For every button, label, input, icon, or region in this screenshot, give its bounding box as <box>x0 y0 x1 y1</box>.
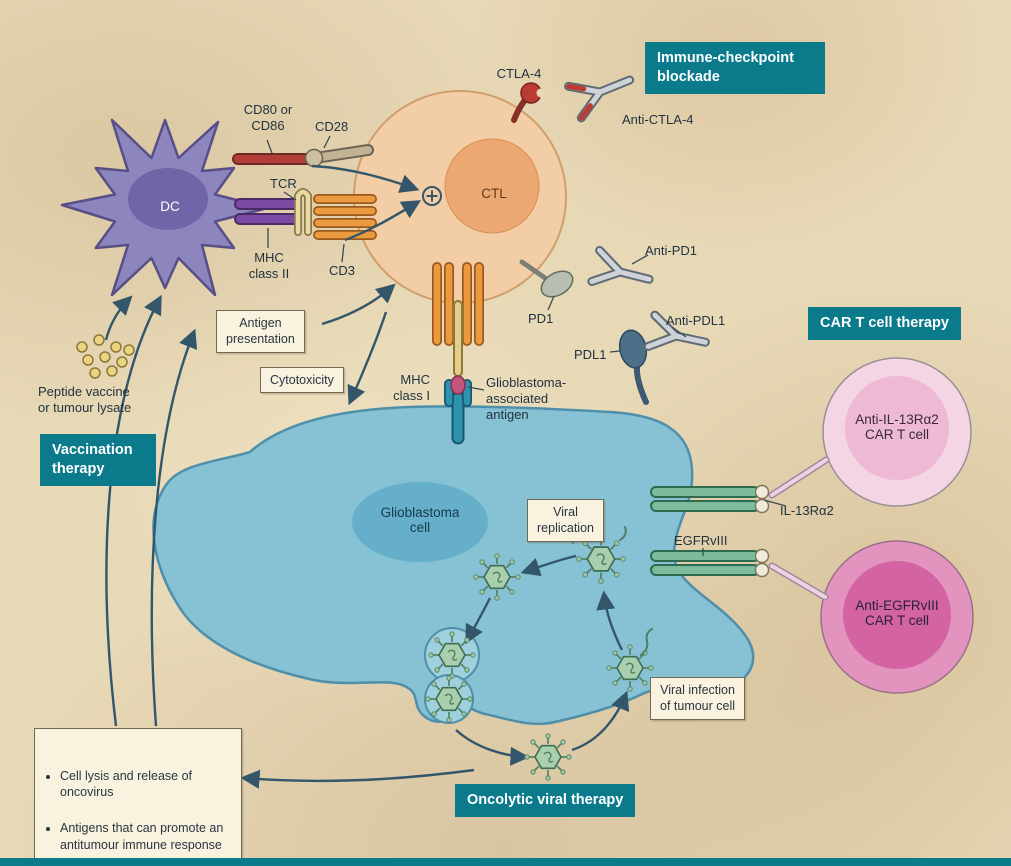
tcr-receptor <box>294 188 312 236</box>
callout-cytotoxicity: Cytotoxicity <box>260 367 344 394</box>
label-il13ra2: IL-13Rα2 <box>780 503 834 518</box>
banner-immune-checkpoint-blockade: Immune-checkpoint blockade <box>645 42 825 95</box>
arrow-infection-to-replication <box>596 590 624 651</box>
lysis-item: Antigens that can promote an antitumour … <box>60 820 232 853</box>
arrow-virus-to-budding <box>465 597 492 645</box>
label-pdl1: PDL1 <box>574 347 607 362</box>
arrow-replication-to-virus <box>520 554 577 577</box>
peptide-vaccine-dots <box>76 334 135 379</box>
oncovirus-budding-icon <box>427 630 477 680</box>
oncovirus-budding-icon <box>424 674 474 724</box>
label-car-t-pink: Anti-IL-13Rα2 CAR T cell <box>855 412 939 442</box>
label-mhc-class2: MHC class II <box>248 250 290 281</box>
anti-pdl1-antibody <box>643 310 710 351</box>
ctl-tcr-complex <box>432 262 484 377</box>
label-anti-pdl1: Anti-PDL1 <box>666 313 726 328</box>
pdl1-receptor <box>618 329 649 405</box>
banner-car-t-cell-therapy: CAR T cell therapy <box>808 307 961 341</box>
label-cd80-cd86: CD80 or CD86 <box>243 102 293 133</box>
label-anti-ctla4: Anti-CTLA-4 <box>622 112 694 127</box>
label-cd3: CD3 <box>329 263 356 278</box>
arrow-dc-to-ctl-lower <box>344 200 422 242</box>
oncovirus-infecting-icon <box>605 628 655 693</box>
oncovirus-replicating-icon <box>575 533 627 585</box>
lysis-item: Cell lysis and release of oncovirus <box>60 768 232 801</box>
cd28-receptor <box>304 144 374 168</box>
car-t-pink-nucleus <box>845 376 949 480</box>
anti-pd1-antibody <box>587 245 654 286</box>
dendritic-cell-nucleus <box>128 168 208 230</box>
arrow-virus-to-lysis-box <box>240 768 475 789</box>
ctl-nucleus <box>444 138 540 234</box>
egfrviii-receptor <box>650 550 760 576</box>
arrow-dc-to-ctl-upper <box>311 164 420 193</box>
anti-ctla4-antibody <box>564 75 635 123</box>
flow-arrows <box>104 164 630 789</box>
label-ctl-cell: CTL <box>481 186 507 201</box>
car-t-magenta-nucleus <box>843 561 951 669</box>
il13ra2-receptor <box>650 486 760 512</box>
label-glioblastoma-cell: Glioblastoma cell <box>380 505 460 535</box>
arrow-lysis-to-dc-2 <box>150 328 198 727</box>
lysis-callout-list: Cell lysis and release of oncovirus Anti… <box>44 751 232 866</box>
arrow-release-to-infection <box>571 690 630 752</box>
costimulation-plus-icon <box>422 186 442 206</box>
label-glioblastoma-associated-antigen: Glioblastoma- associated antigen <box>486 375 567 422</box>
tumour-antigen <box>450 375 466 395</box>
callout-antigen-presentation: Antigen presentation <box>216 310 305 353</box>
label-pd1: PD1 <box>528 311 554 326</box>
car-receptor-stalk-egfrviii <box>754 548 829 601</box>
banner-oncolytic-viral-therapy: Oncolytic viral therapy <box>455 784 636 818</box>
label-mhc-class1: MHC class I <box>393 372 430 403</box>
label-egfrviii: EGFRvIII <box>674 533 728 548</box>
callout-viral-replication: Viral replication <box>527 499 604 542</box>
mhc-class1-receptor <box>444 375 472 445</box>
cd3-receptor <box>313 194 377 240</box>
label-tcr: TCR <box>270 176 297 191</box>
label-car-t-magenta: Anti-EGFRvIII CAR T cell <box>855 598 939 628</box>
callout-viral-infection: Viral infection of tumour cell <box>650 677 746 720</box>
arrow-antigen-presentation <box>321 283 396 326</box>
arrow-budding-to-release <box>455 729 530 766</box>
oncovirus-icon <box>472 552 522 602</box>
oncovirus-released-icon <box>523 732 573 782</box>
arrow-vaccine-to-dc <box>104 295 133 341</box>
label-dc-cell: DC <box>160 199 180 214</box>
arrow-cytotoxicity <box>347 311 388 406</box>
glioblastoma-cell-body <box>152 405 755 726</box>
arrow-lysis-to-dc-1 <box>105 294 162 727</box>
label-anti-pd1: Anti-PD1 <box>645 243 698 258</box>
callout-cell-lysis: Cell lysis and release of oncovirus Anti… <box>34 728 242 866</box>
banner-vaccination-therapy: Vaccination therapy <box>40 434 156 487</box>
mhc-class2-receptor <box>234 198 300 225</box>
label-peptide-vaccine: Peptide vaccine or tumour lysate <box>38 384 132 415</box>
label-ctla4: CTLA-4 <box>496 66 542 81</box>
ctla4-receptor <box>511 82 546 123</box>
pd1-receptor <box>519 259 574 298</box>
leader-lines <box>266 135 787 556</box>
glioblastoma-nucleus <box>352 482 488 562</box>
bottom-border-bar <box>0 858 1011 866</box>
car-receptor-stalk-il13 <box>754 456 830 514</box>
label-cd28: CD28 <box>315 119 349 134</box>
